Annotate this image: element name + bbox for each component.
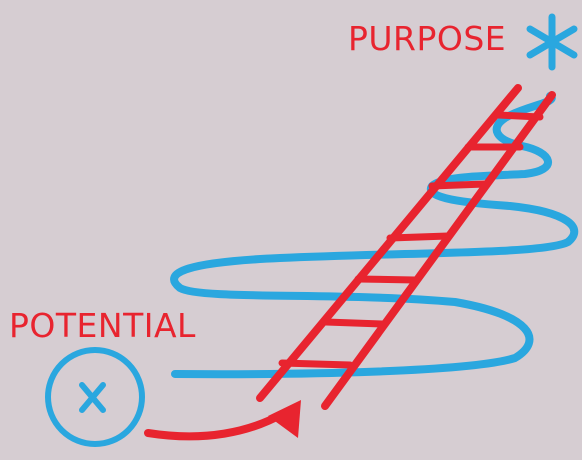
potential-label: POTENTIAL [9,306,196,345]
ladder-rail-left [256,84,522,402]
ladder-rung [494,111,544,121]
ladder-rung [386,232,452,242]
ladder-rung [278,359,354,369]
ladder-icon [256,84,556,410]
ladder-rung [354,275,419,284]
spiral-path-icon [170,92,579,379]
circled-x-icon [45,347,145,447]
ladder-rung [428,180,489,190]
purpose-label: PURPOSE [348,19,507,58]
ladder-rung [322,318,386,328]
asterisk-icon [526,13,578,71]
curved-arrow-icon [144,400,301,441]
